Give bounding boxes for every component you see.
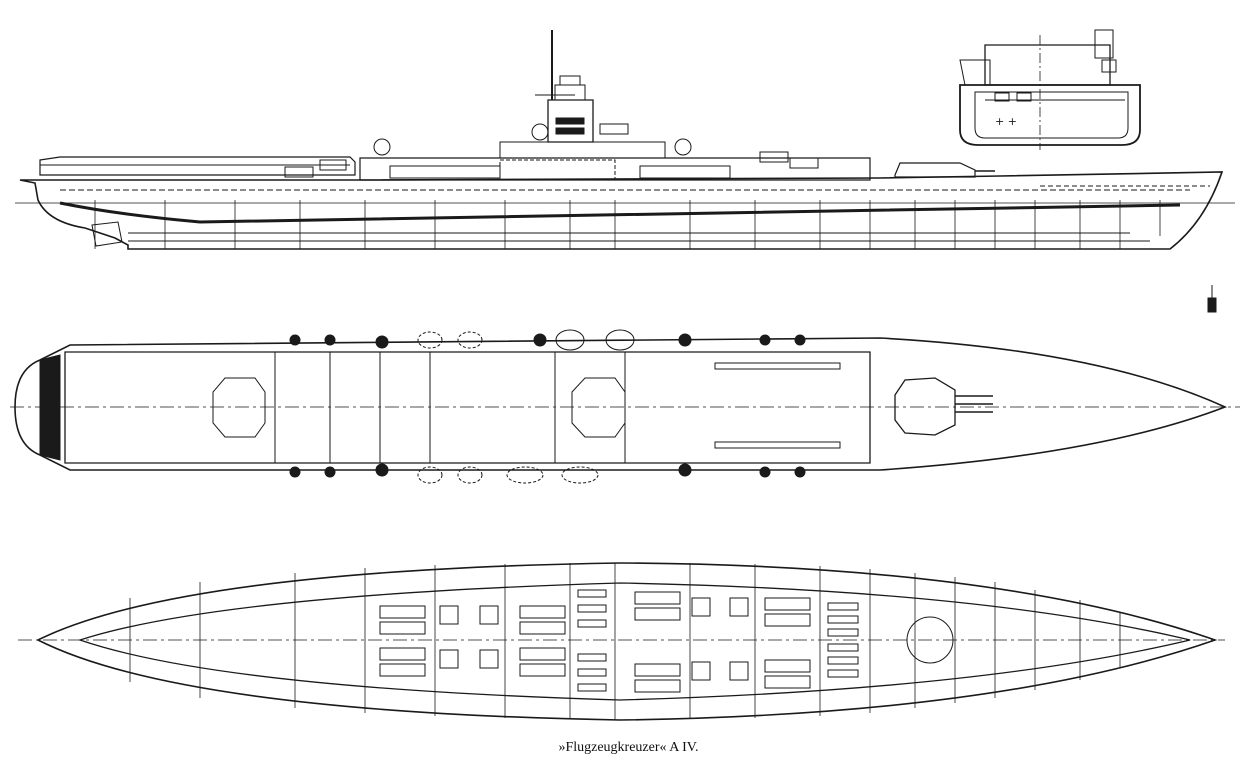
side-profile-view [15,30,1235,249]
hull-section [960,85,1140,145]
rudder [92,222,122,246]
aa-turret [600,124,628,134]
director-dome [532,124,548,140]
aa-turret [760,152,788,162]
hull-plan-outline [38,563,1215,720]
cross-section-view: + + [960,30,1140,150]
machinery [380,592,810,692]
gun-tubs [290,334,805,477]
barbette [907,617,953,663]
lower-deck-plan-view [18,563,1225,720]
drawing-caption: »Flugzeugkreuzer« A IV. [558,740,699,755]
forward-turret-plan [895,378,955,435]
elevator [572,378,625,437]
aa-turret [320,160,346,170]
director-dome [675,139,691,155]
hull-outline [20,172,1222,249]
elevator [213,378,265,437]
deck-plan-view [10,330,1240,483]
flight-deck-plan [65,352,870,463]
flight-deck [40,157,355,175]
scale-marker [1208,285,1216,312]
deck-outline [15,338,1225,470]
main-turret [895,163,975,177]
magazines [578,590,858,691]
hull-frames [130,563,1120,720]
aa-turret [790,158,818,168]
director-dome [374,139,390,155]
aa-turret [285,167,313,177]
svg-text:+ +: + + [995,115,1017,128]
